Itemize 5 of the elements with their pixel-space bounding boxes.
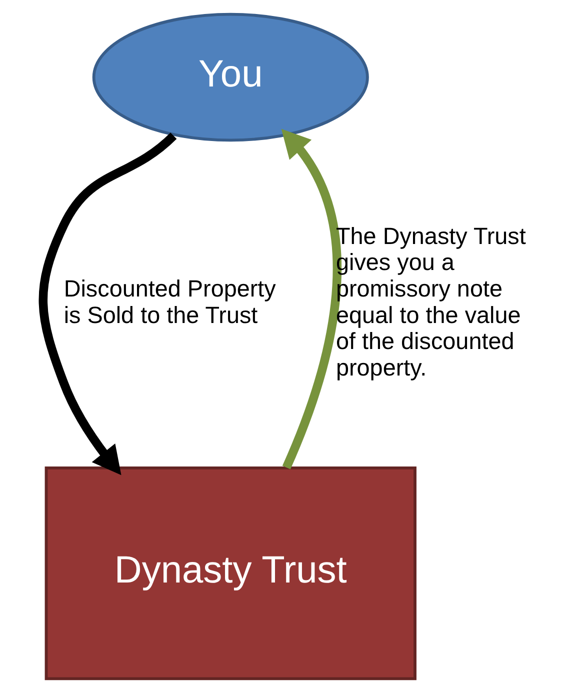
edge-label: Discounted Property is Sold to the Trust [63,275,276,328]
node-ellipse: You [92,12,368,142]
node-box: Dynasty Trust [44,466,416,680]
arrow [38,132,176,476]
arrow [280,128,341,470]
